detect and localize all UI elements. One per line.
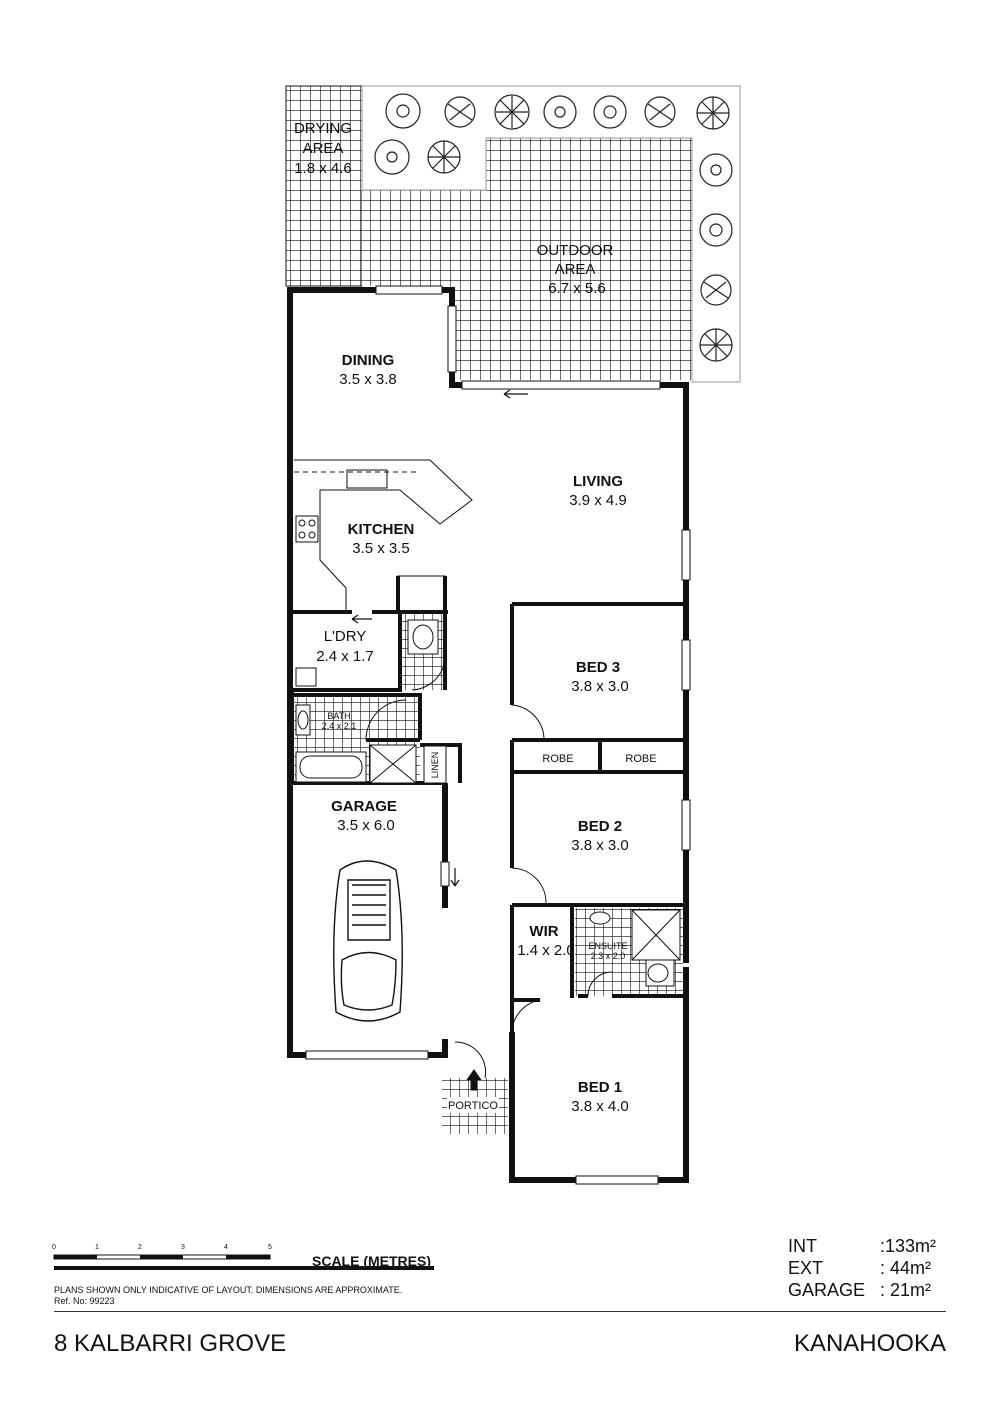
- outdoor-dim: 6.7 x 5.6: [548, 280, 606, 297]
- property-address: 8 KALBARRI GROVE: [54, 1330, 287, 1357]
- door-swings: [365, 649, 613, 1079]
- garage-label: GARAGE: [331, 798, 397, 815]
- bath-label: BATH: [327, 711, 350, 721]
- laundry-dim: 2.4 x 1.7: [316, 648, 374, 665]
- scale-title: SCALE (METRES): [312, 1253, 431, 1269]
- interior-walls: [290, 576, 686, 1040]
- ensuite-label: ENSUITE: [588, 941, 627, 951]
- linen-label: LINEN: [430, 752, 440, 779]
- scale-tick-3: 3: [181, 1244, 185, 1251]
- dining-dim: 3.5 x 3.8: [339, 371, 397, 388]
- bed1-label: BED 1: [578, 1079, 622, 1096]
- area-row-ext: EXT : 44m²: [788, 1258, 948, 1279]
- robe-left-label: ROBE: [542, 753, 573, 765]
- living-dim: 3.9 x 4.9: [569, 492, 627, 509]
- drying-dim: 1.8 x 4.6: [294, 160, 352, 177]
- bath-dim: 2.4 x 2.1: [322, 721, 357, 731]
- kitchen-benches: [294, 459, 473, 613]
- robe-right-label: ROBE: [625, 753, 656, 765]
- bed1-dim: 3.8 x 4.0: [571, 1098, 629, 1115]
- scale-tick-0: 0: [52, 1244, 56, 1251]
- living-label: LIVING: [573, 473, 623, 490]
- area-label: INT: [788, 1236, 817, 1256]
- bed3-dim: 3.8 x 3.0: [571, 678, 629, 695]
- scale-tick-4: 4: [224, 1244, 228, 1251]
- disclaimer-text: PLANS SHOWN ONLY INDICATIVE OF LAYOUT. D…: [54, 1285, 403, 1295]
- fixtures: [295, 619, 681, 987]
- area-value: :133m²: [880, 1236, 937, 1256]
- garden-bed: [361, 85, 741, 383]
- garage-dim: 3.5 x 6.0: [337, 817, 395, 834]
- area-value: : 44m²: [880, 1258, 932, 1278]
- dining-label: DINING: [342, 352, 395, 369]
- windows: [305, 285, 691, 1185]
- outdoor-label-1: OUTDOOR: [537, 242, 614, 259]
- drying-label-2: AREA: [303, 140, 344, 157]
- reference-number: Ref. No: 99223: [54, 1296, 115, 1306]
- footer-divider: [54, 1311, 946, 1312]
- kitchen-dim: 3.5 x 3.5: [352, 540, 410, 557]
- area-row-int: INT :133m²: [788, 1236, 948, 1257]
- bed2-dim: 3.8 x 3.0: [571, 837, 629, 854]
- property-suburb: KANAHOOKA: [793, 1330, 946, 1357]
- car-icon: [333, 860, 403, 1022]
- area-label: GARAGE: [788, 1280, 866, 1300]
- area-value: : 21m²: [880, 1280, 932, 1300]
- ensuite-dim: 2.3 x 2.0: [591, 951, 626, 961]
- kitchen-label: KITCHEN: [348, 521, 415, 538]
- drying-label-1: DRYING: [294, 120, 352, 137]
- portico-label: PORTICO: [448, 1100, 498, 1112]
- linen-cupboard: [423, 745, 447, 784]
- wir-label: WIR: [529, 923, 558, 940]
- entry-arrows: [351, 389, 528, 1091]
- bed2-label: BED 2: [578, 818, 622, 835]
- scale-tick-5: 5: [268, 1244, 272, 1251]
- outdoor-label-2: AREA: [555, 261, 596, 278]
- portico-label-bg: [447, 1097, 499, 1113]
- area-row-garage: GARAGE : 21m²: [788, 1280, 948, 1301]
- garden-shrubs: [374, 93, 733, 362]
- area-label: EXT: [788, 1258, 824, 1278]
- scale-tick-1: 1: [95, 1244, 99, 1251]
- scale-bar: 0 1 2 3 4 5: [52, 1244, 434, 1270]
- wir-dim: 1.4 x 2.0: [517, 942, 575, 959]
- bed3-label: BED 3: [576, 659, 620, 676]
- laundry-label: L'DRY: [324, 628, 367, 645]
- scale-tick-2: 2: [138, 1244, 142, 1251]
